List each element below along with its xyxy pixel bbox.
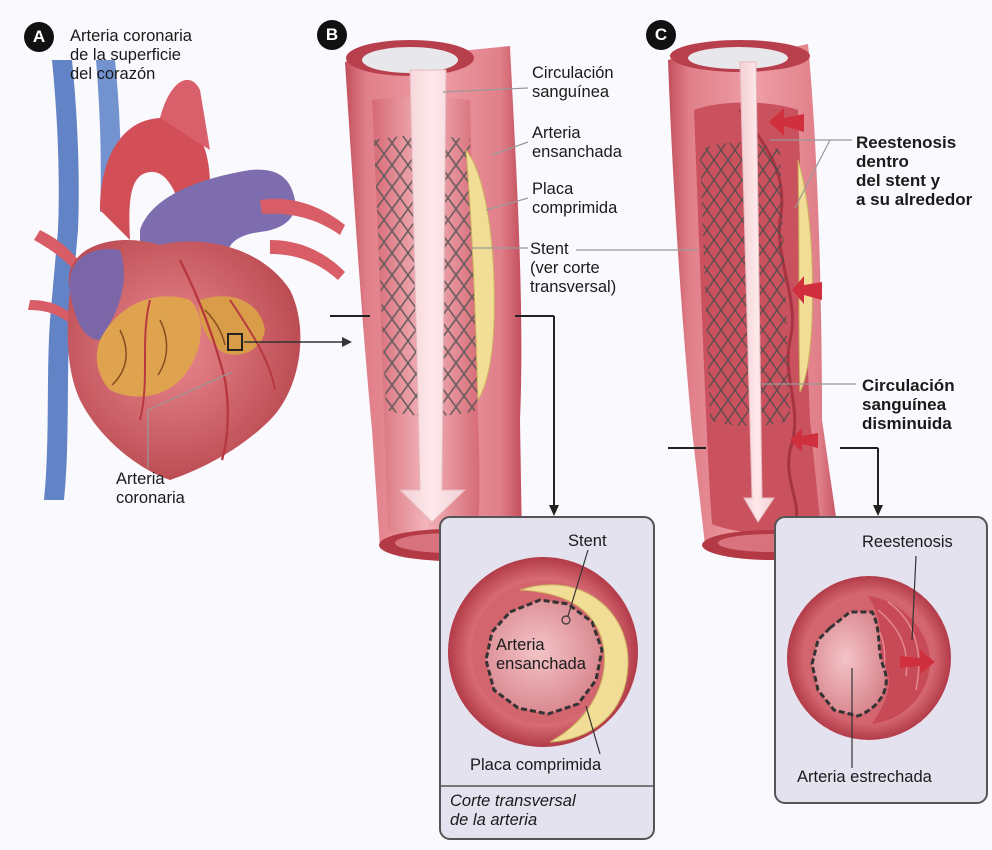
label-widened-artery: Arteria ensanchada [532,124,622,161]
label-surface-coronary-artery: Arteria coronaria de la superficie del c… [70,27,192,83]
label-restenosis: Reestenosis dentro del stent y a su alre… [856,133,973,209]
label-reduced-blood-flow: Circulación sanguínea disminuida [862,376,955,433]
artery-with-restenosis [668,40,842,560]
badge-a: A [24,22,54,52]
badge-b: B [317,20,347,50]
inset-label-narrowed-artery: Arteria estrechada [797,768,932,786]
artery-zoom-box [227,333,243,351]
label-compressed-plaque: Placa comprimida [532,180,618,217]
label-stent: Stent (ver corte transversal) [530,240,617,296]
inset-label-compressed-plaque: Placa comprimida [470,756,602,774]
cross-section-inset-restenosis [774,516,988,804]
cross-section-inset-stent [439,516,655,840]
artery-with-stent [345,40,523,561]
inset-label-widened-artery: Arteria ensanchada [496,636,586,673]
label-blood-flow: Circulación sanguínea [532,64,614,101]
badge-c: C [646,20,676,50]
inset-label-restenosis: Reestenosis [862,533,953,551]
inset-caption-cross-section: Corte transversal de la arteria [450,792,576,829]
inset-label-stent: Stent [568,532,607,550]
label-coronary-artery: Arteria coronaria [116,470,185,507]
heart-illustration [28,60,345,500]
